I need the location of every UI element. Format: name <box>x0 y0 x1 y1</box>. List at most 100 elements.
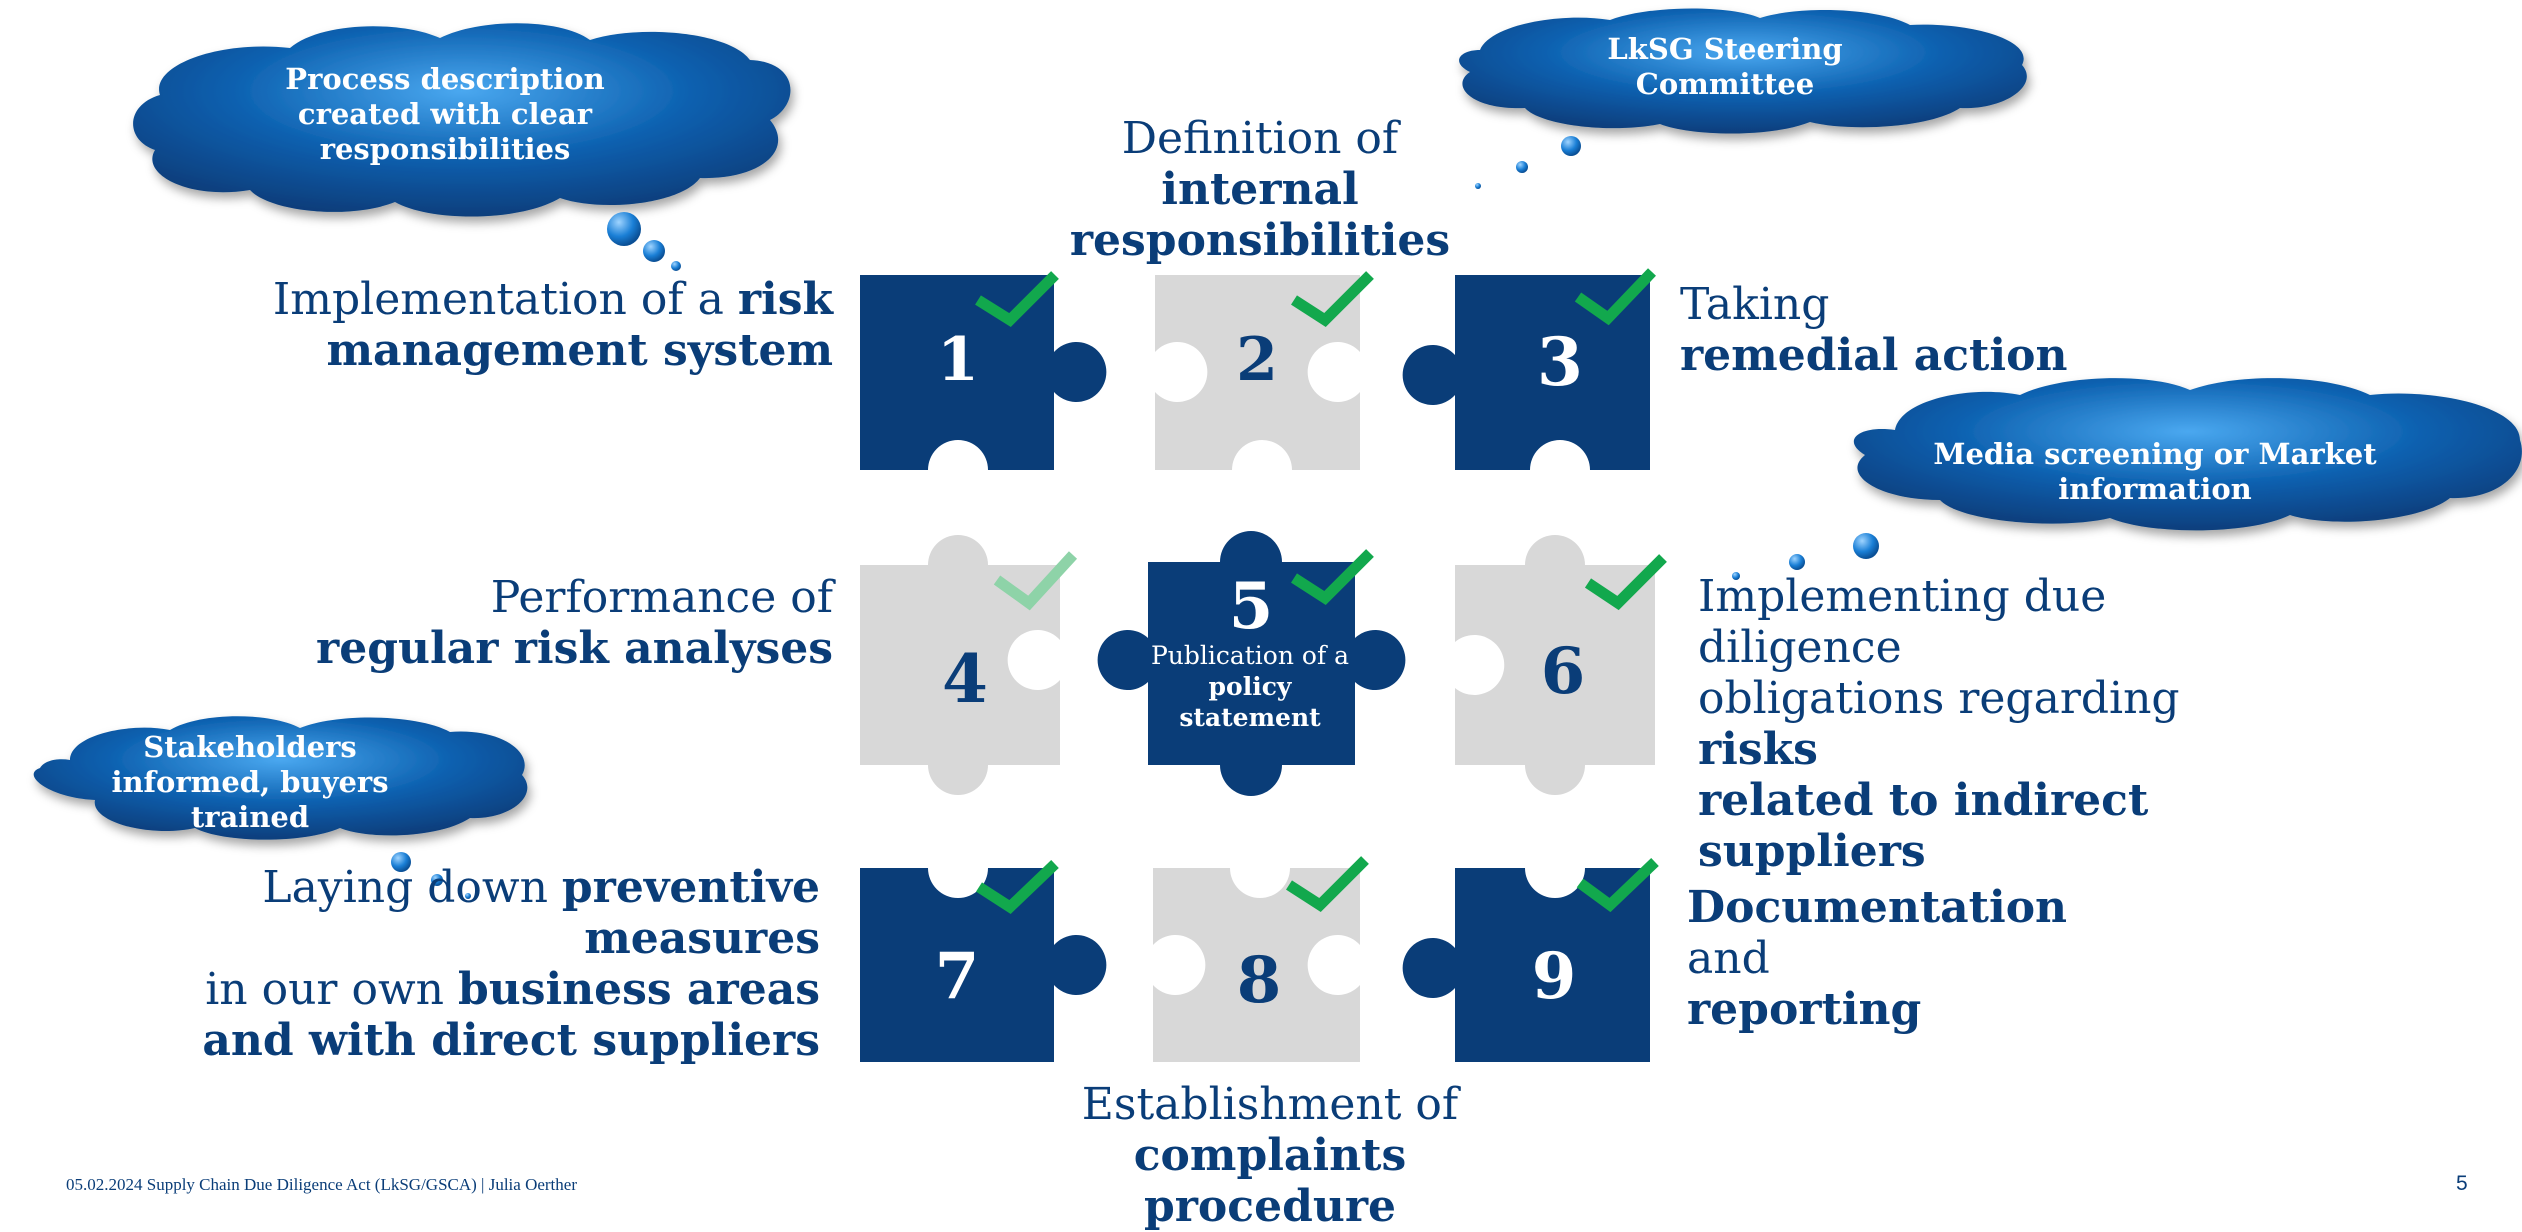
thought-bubble <box>1475 183 1481 189</box>
check-icon <box>976 860 1059 914</box>
piece-number-2: 2 <box>1236 325 1278 395</box>
cloud-line: LkSG Steering <box>1607 32 1843 66</box>
label-text: in our own <box>205 964 458 1015</box>
label-bold: procedure <box>1143 1181 1396 1232</box>
caption-line: policy <box>1208 672 1292 701</box>
label-bold: risk <box>737 274 833 325</box>
thought-bubble <box>643 240 665 262</box>
cloud-line: responsibilities <box>319 132 571 166</box>
label-text: and <box>1687 933 1770 984</box>
piece-number-4: 4 <box>942 640 988 718</box>
label-step-1: Implementation of a risk management syst… <box>250 274 833 376</box>
label-line: Documentation and <box>1687 882 2107 984</box>
label-bold: remedial action <box>1680 330 2068 381</box>
label-bold: internal <box>1161 164 1359 215</box>
label-bold: responsibilities <box>1069 215 1451 266</box>
label-text: Implementing due diligence <box>1698 571 2107 673</box>
thought-bubble <box>1516 161 1528 173</box>
label-text: Taking <box>1680 279 1830 330</box>
thought-bubble <box>391 852 411 872</box>
thought-bubble <box>1853 533 1879 559</box>
label-line: Laying down preventive measures <box>80 862 820 964</box>
thought-bubble <box>1789 554 1805 570</box>
label-text: obligations regarding <box>1698 673 2180 724</box>
footer-text: 05.02.2024 Supply Chain Due Diligence Ac… <box>66 1175 577 1194</box>
cloud-line: Committee <box>1635 67 1815 101</box>
puzzle-piece-7 <box>860 868 1107 1062</box>
cloud-process-description <box>133 23 791 217</box>
label-line: obligations regarding risks <box>1698 673 2258 775</box>
check-icon <box>1291 549 1374 606</box>
label-bold: management system <box>326 325 834 376</box>
cloud-line: created with clear <box>297 97 593 131</box>
thought-bubble <box>465 893 471 899</box>
label-text: Definition of <box>1121 113 1399 164</box>
label-bold: regular risk analyses <box>316 623 833 674</box>
check-icon <box>1286 856 1369 913</box>
check-icon <box>1291 271 1374 328</box>
piece-number-5: 5 <box>1229 569 1274 644</box>
check-icon <box>975 271 1059 327</box>
label-bold: Documentation <box>1687 882 2068 933</box>
cloud-line: trained <box>190 800 310 834</box>
cloud-media-screening <box>1853 378 2522 531</box>
cloud-stakeholders <box>33 716 528 840</box>
label-step-6: Implementing due diligence obligations r… <box>1698 571 2258 877</box>
cloud-media-text: Media screening or Market information <box>1905 437 2405 507</box>
label-line: Implementation of a risk <box>250 274 833 325</box>
puzzle-piece-8 <box>1153 868 1360 1062</box>
puzzle-piece-1 <box>860 275 1107 470</box>
thought-bubble <box>671 261 681 271</box>
label-text: Performance of <box>490 572 833 623</box>
piece-number-6: 6 <box>1541 634 1586 709</box>
check-icon <box>1584 554 1667 611</box>
piece-number-1: 1 <box>937 325 979 395</box>
caption-line: statement <box>1179 703 1321 732</box>
puzzle-piece-9 <box>1402 868 1650 1062</box>
check-icon <box>1574 268 1656 326</box>
puzzle-piece-2 <box>1155 275 1360 470</box>
thought-bubble <box>1732 572 1740 580</box>
piece-number-3: 3 <box>1537 323 1583 401</box>
label-bold: preventive measures <box>561 862 820 964</box>
label-step-7: Laying down preventive measures in our o… <box>80 862 820 1066</box>
label-step-8: Establishment of complaints procedure <box>1050 1079 1490 1232</box>
label-bold: risks <box>1698 724 1818 775</box>
thought-bubble <box>1561 136 1581 156</box>
label-bold: reporting <box>1687 984 1922 1035</box>
check-icon <box>1576 858 1659 913</box>
puzzle-piece-4 <box>860 535 1060 795</box>
cloud-stakeholders-text: Stakeholders informed, buyers trained <box>70 730 430 835</box>
label-bold: complaints <box>1133 1130 1407 1181</box>
label-text: Laying down <box>262 862 562 913</box>
cloud-line: Media screening or Market <box>1933 437 2377 471</box>
label-bold: and with direct suppliers <box>202 1015 820 1066</box>
label-bold: suppliers <box>1698 826 1926 877</box>
piece-number-7: 7 <box>935 939 980 1014</box>
label-step-2: Definition of internal responsibilities <box>1040 113 1480 266</box>
piece-number-8: 8 <box>1237 943 1282 1018</box>
label-bold: business areas <box>457 964 820 1015</box>
cloud-line: information <box>2058 472 2252 506</box>
check-icon-faded <box>993 551 1078 611</box>
puzzle-piece-3 <box>1402 275 1650 470</box>
cloud-line: Process description <box>285 62 605 96</box>
cloud-steering-committee <box>1459 8 2027 134</box>
cloud-line: Stakeholders <box>143 730 357 764</box>
label-text: Implementation of a <box>272 274 738 325</box>
piece-5-caption: Publication of a policy statement <box>1140 640 1360 733</box>
label-bold: related to indirect <box>1698 775 2149 826</box>
cloud-process-text: Process description created with clear r… <box>215 62 675 167</box>
label-line: in our own business areas <box>80 964 820 1015</box>
label-text: Establishment of <box>1081 1079 1459 1130</box>
page-number: 5 <box>2456 1172 2468 1195</box>
label-step-9: Documentation and reporting <box>1687 882 2107 1035</box>
label-step-4: Performance of regular risk analyses <box>300 572 833 674</box>
thought-bubble <box>431 874 443 886</box>
cloud-line: informed, buyers <box>111 765 389 799</box>
caption-line: Publication of a <box>1150 641 1350 670</box>
label-step-3: Taking remedial action <box>1680 279 2080 381</box>
cloud-steering-text: LkSG Steering Committee <box>1530 32 1920 102</box>
piece-number-9: 9 <box>1532 939 1577 1014</box>
